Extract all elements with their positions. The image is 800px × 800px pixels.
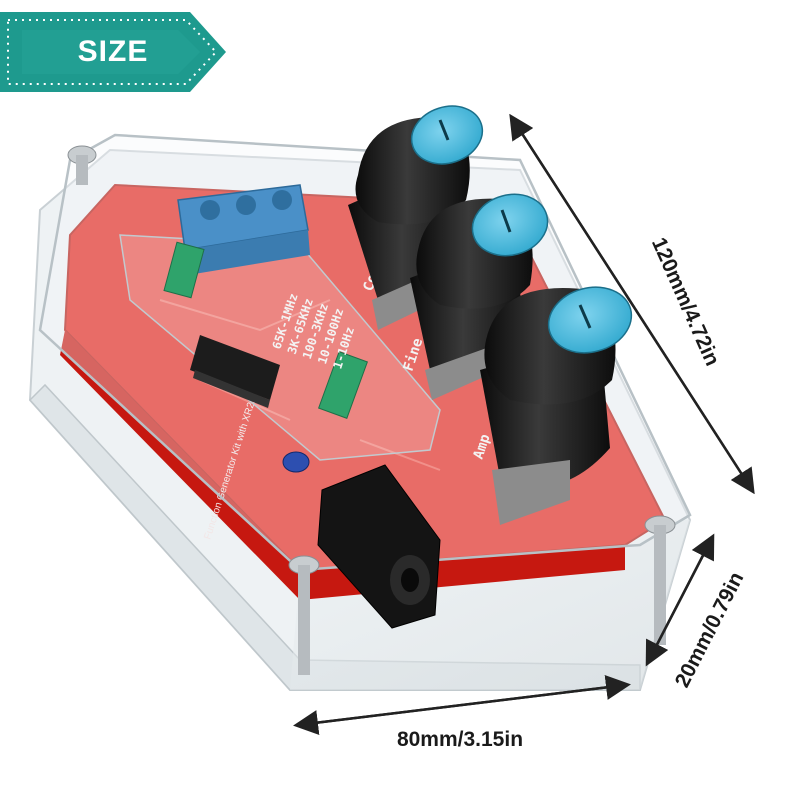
terminal-block xyxy=(177,184,310,275)
ic-chip xyxy=(190,335,280,408)
jumper-lower xyxy=(318,351,368,419)
size-badge: SIZE xyxy=(0,12,228,92)
width-dimension-label: 80mm/3.15in xyxy=(396,728,524,751)
width-arrow xyxy=(293,675,631,735)
screw-bottom-left xyxy=(288,555,320,675)
amplitude-label: Amp xyxy=(471,432,494,461)
jumper-upper xyxy=(163,241,205,299)
screw-bottom-right xyxy=(644,515,676,645)
size-badge-label: SIZE xyxy=(77,35,149,68)
screw-top-left xyxy=(67,145,97,185)
capacitor xyxy=(282,451,310,473)
height-arrow xyxy=(645,533,715,667)
range-labels: 65K-1MHz 3K-65KHz 100-3KHz 10-100Hz 1-10… xyxy=(270,292,358,371)
size-badge-shape xyxy=(0,12,226,92)
amplitude-knob xyxy=(480,286,633,525)
dc-power-jack xyxy=(317,464,441,629)
length-arrow xyxy=(509,113,755,495)
